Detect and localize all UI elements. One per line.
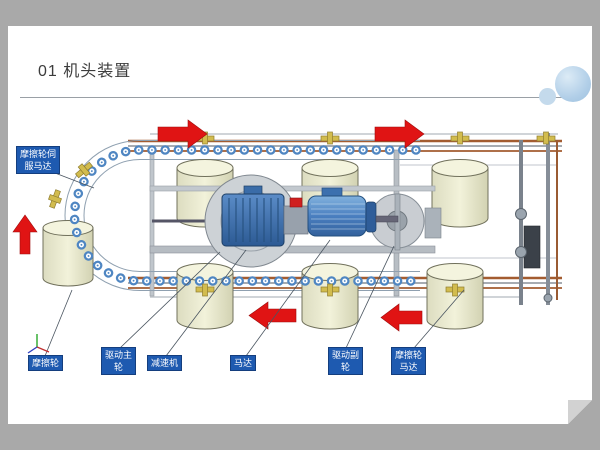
flow-arrow-right-icon <box>374 119 425 149</box>
track-guide <box>64 140 420 291</box>
wheel-bottom-2 <box>301 263 359 330</box>
decorative-circle-small <box>539 88 556 105</box>
reducer-gearbox <box>221 193 285 247</box>
annotation-friction-wheel: 摩擦轮 <box>28 355 64 371</box>
flow-arrows <box>12 119 425 332</box>
coordinate-axes-icon <box>27 334 50 354</box>
coupling <box>283 205 309 235</box>
slide-title: 01 机头装置 <box>38 63 132 80</box>
flow-arrow-right-icon <box>157 119 208 149</box>
flow-arrow-left-icon <box>248 301 297 330</box>
annotation-reducer: 减速机 <box>147 355 183 371</box>
support-post-left <box>149 149 155 297</box>
hanger-brackets <box>48 131 556 297</box>
decorative-circle-large <box>555 66 591 102</box>
leader-lines <box>44 172 465 357</box>
motor-body <box>307 195 367 237</box>
annotation-friction-wheel-servo-motor: 摩擦轮伺服马达 <box>16 146 60 174</box>
right-end-frame <box>515 133 558 305</box>
annotation-drive-secondary-wheel: 驱动副轮 <box>328 347 363 375</box>
annotation-drive-main-wheel: 驱动主轮 <box>101 347 136 375</box>
wheel-bottom-3 <box>426 263 484 330</box>
annotation-friction-wheel-motor: 摩擦轮马达 <box>391 347 426 375</box>
flow-arrow-left-icon <box>380 303 423 332</box>
title-underline <box>20 97 580 98</box>
drive-unit <box>149 174 442 268</box>
wheel-top-1 <box>176 159 234 228</box>
annotation-motor: 马达 <box>230 355 257 371</box>
flow-arrow-up-icon <box>12 214 38 255</box>
roller-track <box>69 145 421 286</box>
